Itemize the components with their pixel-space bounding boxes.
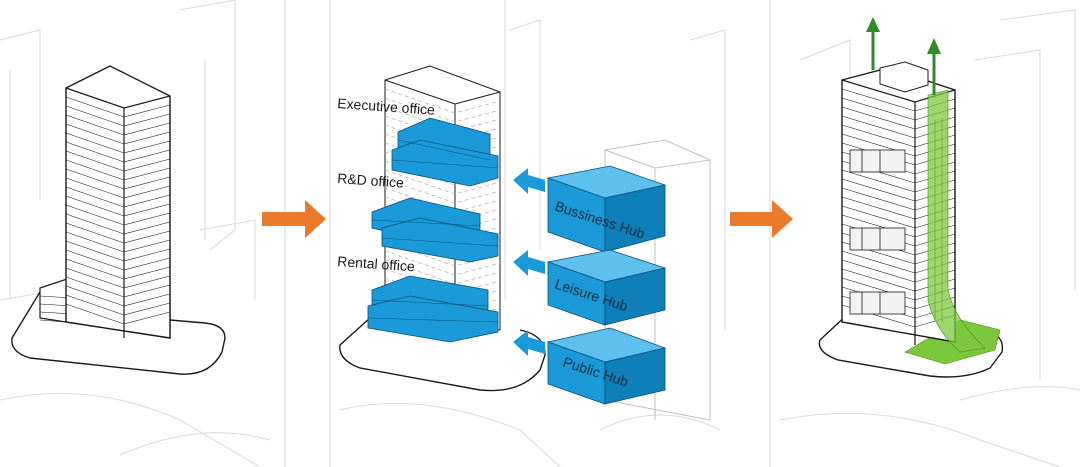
floor-line xyxy=(65,150,171,172)
arrow-left-icon xyxy=(513,168,545,194)
floor-line xyxy=(384,250,501,276)
floor-line xyxy=(384,169,501,195)
floor-line xyxy=(65,141,171,163)
floor-line xyxy=(65,177,171,199)
floor-line xyxy=(65,195,171,217)
floor-line xyxy=(65,294,171,316)
floor-line xyxy=(384,178,501,204)
public-hub-box: Public Hub xyxy=(546,327,667,405)
rnd-block xyxy=(371,197,499,263)
tower-porous xyxy=(841,61,956,345)
arrow-up-icon xyxy=(866,17,880,70)
panel-green-tower xyxy=(818,17,1004,378)
floor-line xyxy=(65,222,171,244)
floor-line xyxy=(65,249,171,271)
panel-original-tower xyxy=(11,65,226,375)
floor-line xyxy=(65,258,171,280)
floor-line xyxy=(65,240,171,262)
arrow-left-icon xyxy=(513,330,545,356)
floor-line xyxy=(65,186,171,208)
floor-line xyxy=(65,267,171,289)
floor-line xyxy=(384,88,501,114)
business-hub-box: Bussiness Hub xyxy=(546,165,667,253)
floor-line xyxy=(65,105,171,127)
floor-line xyxy=(384,97,501,123)
floor-line xyxy=(65,231,171,253)
arrow-right-icon xyxy=(730,200,793,238)
floor-line xyxy=(65,303,171,325)
label-rental-office: Rental office xyxy=(337,253,416,274)
tower-shaft xyxy=(65,65,171,339)
floor-line xyxy=(65,213,171,235)
leisure-hub-box: Leisure Hub xyxy=(546,249,667,326)
floor-line xyxy=(65,204,171,226)
arrow-up-icon xyxy=(927,38,941,95)
floor-line xyxy=(65,159,171,181)
label-executive-office: Executive office xyxy=(337,95,436,118)
floor-line xyxy=(65,123,171,145)
rental-block xyxy=(367,275,499,343)
green-shaft xyxy=(927,89,986,353)
floor-line xyxy=(65,114,171,136)
arrow-right-icon xyxy=(262,200,326,238)
executive-block xyxy=(391,117,499,187)
floor-line xyxy=(65,132,171,154)
panel-program-hubs: Executive office R&D office Rental offic… xyxy=(337,65,711,421)
floor-line xyxy=(65,96,171,118)
arrow-left-icon xyxy=(513,250,545,276)
floor-line xyxy=(65,285,171,307)
floor-line xyxy=(65,168,171,190)
floor-line xyxy=(65,276,171,298)
label-rnd-office: R&D office xyxy=(337,170,405,191)
